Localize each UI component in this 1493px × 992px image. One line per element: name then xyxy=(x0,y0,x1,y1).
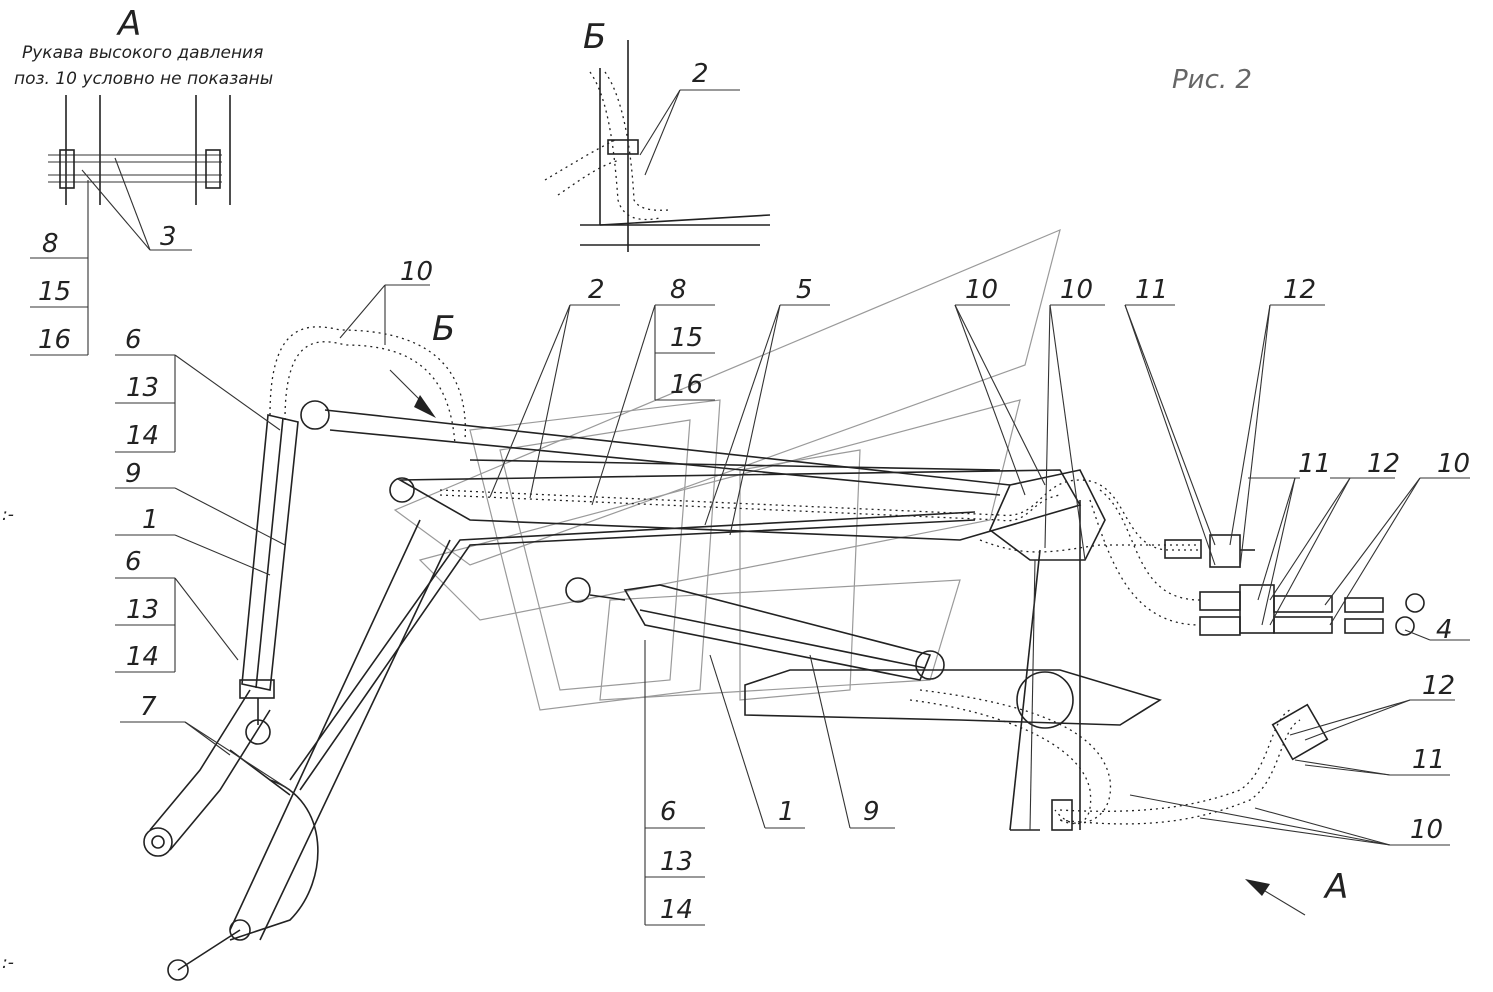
callout-5: 5 xyxy=(796,275,813,305)
callout-numbers: 10 Б 6 13 14 9 1 6 13 14 7 2 8 15 16 5 1… xyxy=(2,257,1470,973)
view-a-note-line1: Рукава высокого давления xyxy=(22,43,263,63)
callout-6-bottom: 6 xyxy=(660,797,677,827)
callout-11-bottom: 11 xyxy=(1412,745,1445,775)
callout-9-bottom: 9 xyxy=(863,797,880,827)
arm-links xyxy=(143,519,451,981)
callout-11-top: 11 xyxy=(1135,275,1168,305)
callout-14-bottom: 14 xyxy=(660,895,693,925)
callout-1-left: 1 xyxy=(142,505,159,535)
callout-10-boom-a: 10 xyxy=(965,275,998,305)
stray-dots-2: :- xyxy=(2,953,14,973)
hose-fittings xyxy=(1051,534,1425,831)
callout-14-upper: 14 xyxy=(126,421,159,451)
callout-10-bottom: 10 xyxy=(1410,815,1443,845)
main-boom xyxy=(300,400,1162,831)
callout-12-right: 12 xyxy=(1367,449,1400,479)
callout-13-bottom: 13 xyxy=(660,847,693,877)
callout-10-right: 10 xyxy=(1437,449,1470,479)
view-marker-b: Б xyxy=(432,309,455,349)
callout-6-lower: 6 xyxy=(125,547,142,577)
callout-10-boom-b: 10 xyxy=(1060,275,1093,305)
callout-16-a: 16 xyxy=(38,325,71,355)
left-cylinder xyxy=(239,414,299,725)
figure-label: Рис. 2 xyxy=(1172,65,1252,95)
callout-15-a: 15 xyxy=(38,277,71,307)
callout-12-top: 12 xyxy=(1283,275,1316,305)
callout-3: 3 xyxy=(160,222,177,252)
view-arrows xyxy=(389,369,1306,916)
callout-2-b: 2 xyxy=(692,59,709,89)
view-a-note-line2: поз. 10 условно не показаны xyxy=(14,69,273,89)
leader-lines xyxy=(115,284,1470,926)
stray-dots-1: :- xyxy=(2,505,14,525)
callout-1-bottom: 1 xyxy=(778,797,795,827)
callout-2-top: 2 xyxy=(588,275,605,305)
callout-6-upper: 6 xyxy=(125,325,142,355)
callout-15-main: 15 xyxy=(670,323,703,353)
callout-11-right: 11 xyxy=(1298,449,1331,479)
callout-8-a: 8 xyxy=(42,229,59,259)
view-marker-a: А xyxy=(1323,867,1348,907)
callout-10-top-left: 10 xyxy=(400,257,433,287)
view-a-letter: А xyxy=(116,4,141,44)
hoses xyxy=(269,326,1301,825)
detail-view-b: Б 2 xyxy=(544,17,771,252)
callout-14-lower: 14 xyxy=(126,642,159,672)
callout-4: 4 xyxy=(1436,615,1453,645)
detail-view-a: А Рукава высокого давления поз. 10 услов… xyxy=(14,4,273,356)
middle-cylinder xyxy=(565,577,932,681)
watermark-logo xyxy=(393,228,1061,711)
view-b-letter: Б xyxy=(583,17,606,57)
callout-16-main: 16 xyxy=(670,370,703,400)
callout-13-upper: 13 xyxy=(126,373,159,403)
callout-8-main: 8 xyxy=(670,275,687,305)
callout-9-left: 9 xyxy=(125,459,142,489)
callout-12-bottom: 12 xyxy=(1422,671,1455,701)
callout-7: 7 xyxy=(140,692,157,722)
callout-13-lower: 13 xyxy=(126,595,159,625)
